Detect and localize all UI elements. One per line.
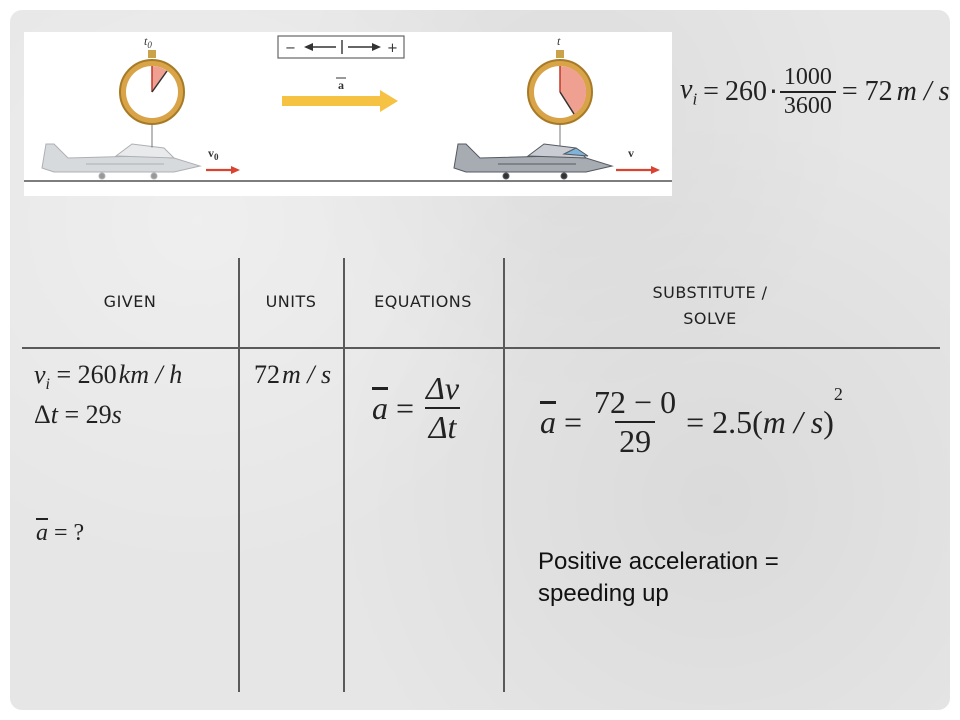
header-substitute-line1: SUBSTITUTE / [652,283,768,302]
equation-numerator: Δv [426,370,460,406]
conversion-denominator: 3600 [779,91,836,120]
equation-accel: a = Δv Δt [372,370,463,446]
table-divider-2 [343,258,345,692]
v-label: v [628,146,634,160]
note-line1: Positive acceleration = [538,548,779,575]
header-units: UNITS [265,292,317,311]
header-given: GIVEN [103,292,157,311]
accel-label: a [338,78,344,92]
conversion-mult: ⋅ [768,77,778,108]
t-label: t [557,34,561,48]
equation-fraction: Δv Δt [422,370,463,446]
header-substitute-line2: SOLVE [683,309,737,328]
header-substitute: SUBSTITUTE / SOLVE [600,280,820,332]
jet-acceleration-diagram: − + a t0 t [24,34,672,182]
given-a: a = ? [36,520,85,546]
conversion-vi: vi [680,74,698,109]
conversion-equation: vi = 260 ⋅ 1000 3600 = 72 m / s [680,64,950,120]
solve-equation: a = 72 − 0 29 = 2.5( m / s ) 2 [540,384,843,460]
solve-fraction: 72 − 0 29 [590,384,680,460]
t0-symbol: t [144,34,148,48]
conversion-fraction: 1000 3600 [779,64,836,120]
solve-lhs: a [540,403,556,440]
solve-close: ) [823,403,834,440]
given-vi: vi = 260km / h [34,360,183,394]
acceleration-note: Positive acceleration = speeding up [538,546,878,610]
v0-label: v0 [208,146,219,162]
solve-unit: m / s [762,403,824,440]
header-equations: EQUATIONS [374,292,472,311]
solve-denominator: 29 [615,421,656,460]
units-value: 72m / s [254,360,332,389]
solve-result: = 2.5( [686,403,763,440]
jet-final [453,143,614,180]
equation-eq: = [396,389,415,426]
direction-plus: + [387,41,398,56]
conversion-value: 260 [724,76,767,107]
conversion-eq: = [703,76,719,107]
t0-subscript: 0 [147,40,152,50]
conversion-numerator: 1000 [783,64,832,90]
conversion-unit: m / s [896,76,950,107]
jet-initial [41,143,202,180]
given-dt: Δt = 29s [34,400,122,429]
v0-subscript: 0 [214,152,219,162]
table-divider-1 [238,258,240,692]
note-line2: speeding up [538,580,669,607]
solve-exponent: 2 [833,384,843,404]
equation-denominator: Δt [424,407,461,446]
solve-numerator: 72 − 0 [594,384,677,420]
solve-eq: = [564,403,583,440]
equation-lhs: a [372,389,388,426]
v0-symbol: v [208,146,214,160]
t0-label: t0 [144,34,152,50]
table-divider-3 [503,258,505,692]
jet-acceleration-figure: − + a t0 t [24,32,672,196]
conversion-result: = 72 [841,76,893,107]
table-header-rule [22,347,940,349]
direction-minus: − [285,41,296,56]
